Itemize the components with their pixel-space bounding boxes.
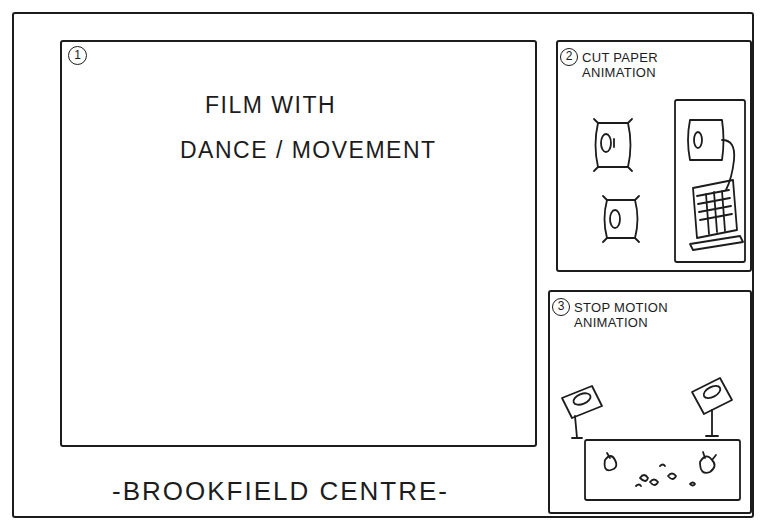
lamp-symbol [692, 378, 732, 436]
zone-heading: STOP MOTION ANIMATION [574, 300, 686, 330]
computer-setup [675, 100, 745, 262]
animation-table [585, 440, 740, 500]
lamp-symbol [562, 386, 602, 438]
zone-label: FILM WITH [205, 92, 336, 119]
zone-box: 3STOP MOTION ANIMATION [548, 290, 752, 514]
zone-box: 1FILM WITH DANCE / MOVEMENT [60, 40, 537, 447]
zone-number: 1 [68, 46, 87, 65]
site-name: -BROOKFIELD CENTRE- [112, 476, 449, 507]
site-border: -BROOKFIELD CENTRE- 1FILM WITH DANCE / MOV… [12, 12, 754, 518]
zone-number: 2 [560, 48, 578, 66]
zone-number: 3 [552, 298, 570, 316]
projector-symbol [603, 196, 639, 242]
projector-symbol [594, 119, 632, 171]
zone-heading: CUT PAPER ANIMATION [582, 50, 674, 80]
zone-box: 2CUT PAPER ANIMATION [556, 40, 752, 272]
zone-label: DANCE / MOVEMENT [180, 137, 437, 164]
